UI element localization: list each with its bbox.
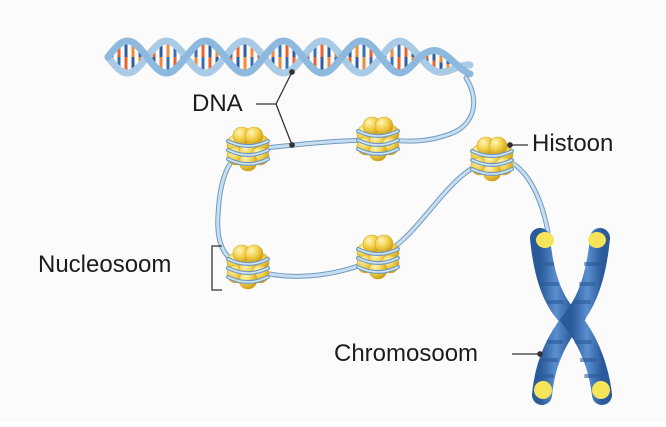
nucleosome xyxy=(356,116,400,162)
chromosome-band xyxy=(537,374,554,378)
dna-double-helix xyxy=(104,37,474,78)
chromosome-tip-top-left xyxy=(536,232,554,248)
chromosome-band xyxy=(574,300,591,304)
dna-leader-dot xyxy=(289,69,295,75)
chromosome-band xyxy=(542,282,559,286)
dna-wrap-highlight xyxy=(357,257,399,264)
nucleosome xyxy=(226,126,270,172)
chromosome-band xyxy=(575,340,592,344)
nucleosome-group xyxy=(226,116,514,290)
nucleosome xyxy=(470,136,514,182)
dna-wrap-highlight xyxy=(357,266,399,273)
chromosome-arm-right xyxy=(559,228,612,405)
leader-lines xyxy=(211,69,543,357)
chromosome-bands xyxy=(537,262,601,378)
chromosome-tip-bottom-left xyxy=(534,381,552,399)
chromosome-band xyxy=(584,262,601,266)
chromosome-band xyxy=(541,358,558,362)
chromosome-band xyxy=(579,282,596,286)
nucleosome xyxy=(356,234,400,280)
dna-wrap-highlight xyxy=(471,168,513,175)
dna-label: DNA xyxy=(192,90,243,117)
dna-wrap-highlight xyxy=(357,130,399,137)
chromosome-tip-top-right xyxy=(588,232,606,248)
dna-strand-a xyxy=(104,37,474,77)
histoon-leader-dot xyxy=(507,142,513,148)
chromosome-band xyxy=(580,358,597,362)
chromosoom-leader-dot xyxy=(537,351,543,357)
dna-wrap-highlight xyxy=(357,139,399,146)
dna-wrap-highlight xyxy=(471,159,513,166)
chromosome-band xyxy=(546,340,563,344)
dna-wrap-highlight xyxy=(227,258,269,265)
chromosome-tip-bottom-right xyxy=(592,381,610,399)
chromosome-band xyxy=(537,262,554,266)
dna-wrap-highlight xyxy=(227,267,269,274)
dna-wrap-highlight xyxy=(357,248,399,255)
nucleosoom-bracket xyxy=(211,245,222,291)
nucleosoom-label: Nucleosoom xyxy=(38,251,172,278)
dna-leader-dot-lower xyxy=(289,142,295,148)
dna-strand-b xyxy=(104,37,474,78)
dna-wrap-highlight xyxy=(227,149,269,156)
chromosoom-label: Chromosoom xyxy=(334,340,479,367)
dna-wrap-highlight xyxy=(357,148,399,155)
dna-wrap-highlight xyxy=(471,150,513,157)
chromosome-band xyxy=(584,374,601,378)
dna-wrap-highlight xyxy=(227,158,269,165)
chromosome xyxy=(530,228,612,405)
dna-wrap-highlight xyxy=(227,276,269,283)
chromosome-band xyxy=(547,300,564,304)
nucleosome xyxy=(226,244,270,290)
dna-wrap-highlight xyxy=(227,140,269,147)
histoon-label: Histoon xyxy=(532,130,614,157)
dna-leader-line xyxy=(256,71,293,105)
dna-leader-line-lower xyxy=(275,103,293,146)
